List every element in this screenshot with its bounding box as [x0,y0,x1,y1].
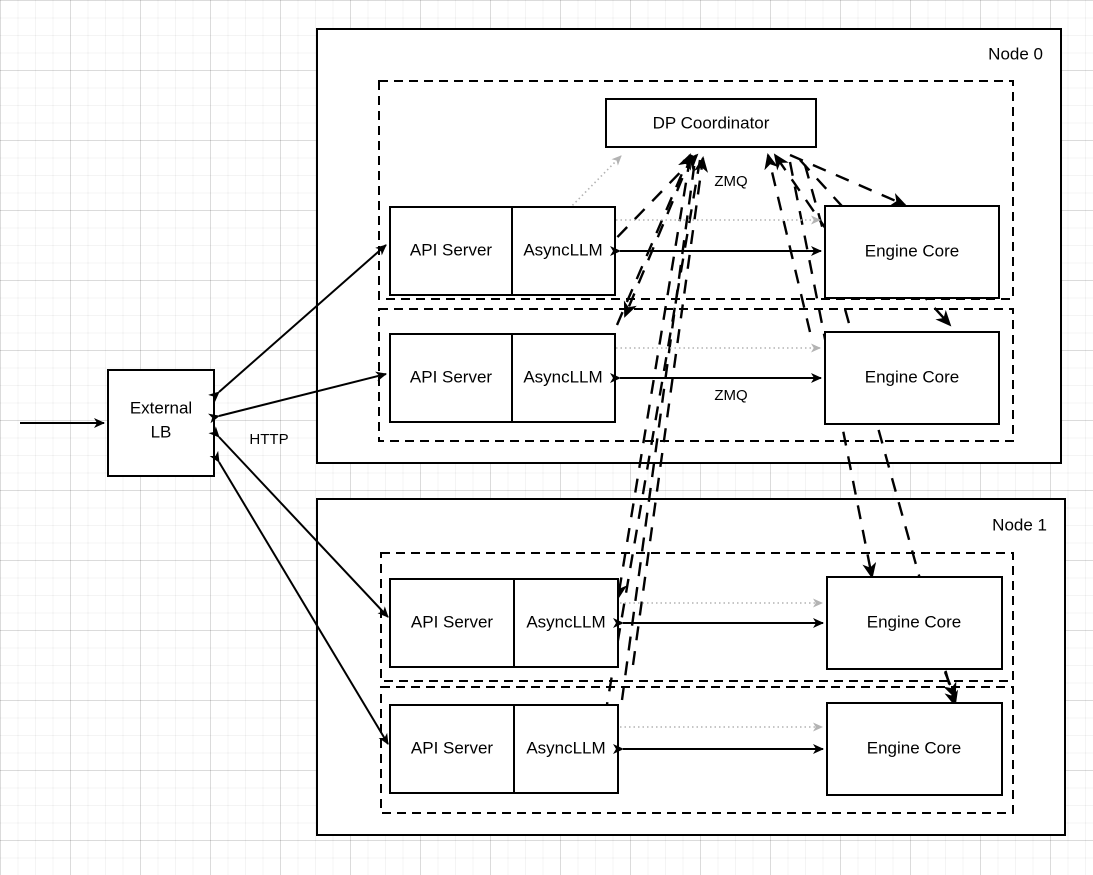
edge-lb-to-n1r1-apiserver [209,450,389,745]
n1r1-api-server-label: API Server [411,738,494,757]
external-lb-label-line2: LB [151,422,172,441]
n1r0-engine-core-node[interactable]: Engine Core [826,576,1003,670]
edge-n0r1-asyncllm-to-coordinator [615,153,692,326]
node-1-rank-1-group [380,686,1014,814]
n0r1-asyncllm-label: AsyncLLM [523,367,602,386]
node-0-rank-0-group [378,80,1014,300]
edge-n0r0-enginecore-to-coordinator [773,153,829,233]
n0r1-frontend-box[interactable] [389,333,616,423]
node-0-rank-1-group [378,308,1014,442]
dp-coordinator-label: DP Coordinator [653,113,770,132]
external-lb-label-line1: External [130,398,192,417]
edge-coordinator-to-n1r1-enginecore [803,164,958,707]
n1r0-frontend-box[interactable] [389,578,619,668]
edge-n0r1-enginecore-to-coordinator [764,153,812,333]
http-edge-label: HTTP [249,431,288,448]
n0r0-asyncllm-label: AsyncLLM [523,240,602,259]
edge-coordinator-to-n1r1-asyncllm [599,159,702,724]
n1r0-api-server-asyncllm[interactable]: API Server AsyncLLM [389,578,619,668]
n0r1-engine-core-node[interactable]: Engine Core [824,331,1000,425]
node-0-label: Node 0 [988,44,1043,63]
n1r1-api-server-asyncllm[interactable]: API Server AsyncLLM [389,704,619,794]
n1r0-engine-core-box[interactable] [826,576,1003,670]
n0r0-api-server-label: API Server [410,240,493,259]
n0r0-engine-core-box[interactable] [824,205,1000,299]
n0r1-api-server-label: API Server [410,367,493,386]
n0r1-engine-core-label: Engine Core [865,367,960,386]
edge-n1r0-asyncllm-to-coordinator [631,156,709,666]
zmq-label-mid: ZMQ [714,387,747,404]
n1r0-engine-core-label: Engine Core [867,612,962,631]
zmq-label-top: ZMQ [714,173,747,190]
node-0-rank-1-boundary [378,308,1014,442]
n0r1-api-server-asyncllm[interactable]: API Server AsyncLLM [389,333,616,423]
http-edges: HTTP [208,244,389,745]
n1r0-asyncllm-label: AsyncLLM [526,612,605,631]
edge-coordinator-to-n0r1-asyncllm [623,154,694,318]
n1r1-asyncllm-label: AsyncLLM [526,738,605,757]
n0r0-api-server-asyncllm[interactable]: API Server AsyncLLM [389,206,616,296]
external-lb-box[interactable] [107,369,215,477]
dp-coordinator-box[interactable] [605,98,817,148]
n0r1-engine-core-box[interactable] [824,331,1000,425]
node-1-rank-1-boundary [380,686,1014,814]
edge-lb-to-n0r0-apiserver [208,244,387,403]
n1r1-engine-core-node[interactable]: Engine Core [826,702,1003,796]
n0r0-engine-core-label: Engine Core [865,241,960,260]
n0r0-frontend-box[interactable] [389,206,616,296]
edge-lb-to-n0r1-apiserver [208,371,387,424]
edge-coordinator-to-n0r0-enginecore [789,153,907,207]
n1r0-api-server-label: API Server [411,612,494,631]
n0r0-engine-core-node[interactable]: Engine Core [824,205,1000,299]
node-0-rank-0-boundary [378,80,1014,300]
n1r1-engine-core-label: Engine Core [867,738,962,757]
n1r1-engine-core-box[interactable] [826,702,1003,796]
node-1-label: Node 1 [992,515,1047,534]
dp-coordinator-node[interactable]: DP Coordinator [605,98,817,148]
external-lb-node[interactable]: External LB [107,369,215,477]
edge-n1r0-to-n1r1-enginecore [943,671,957,699]
edge-dotted-n0r0-asyncllm-to-coordinator [562,155,622,216]
